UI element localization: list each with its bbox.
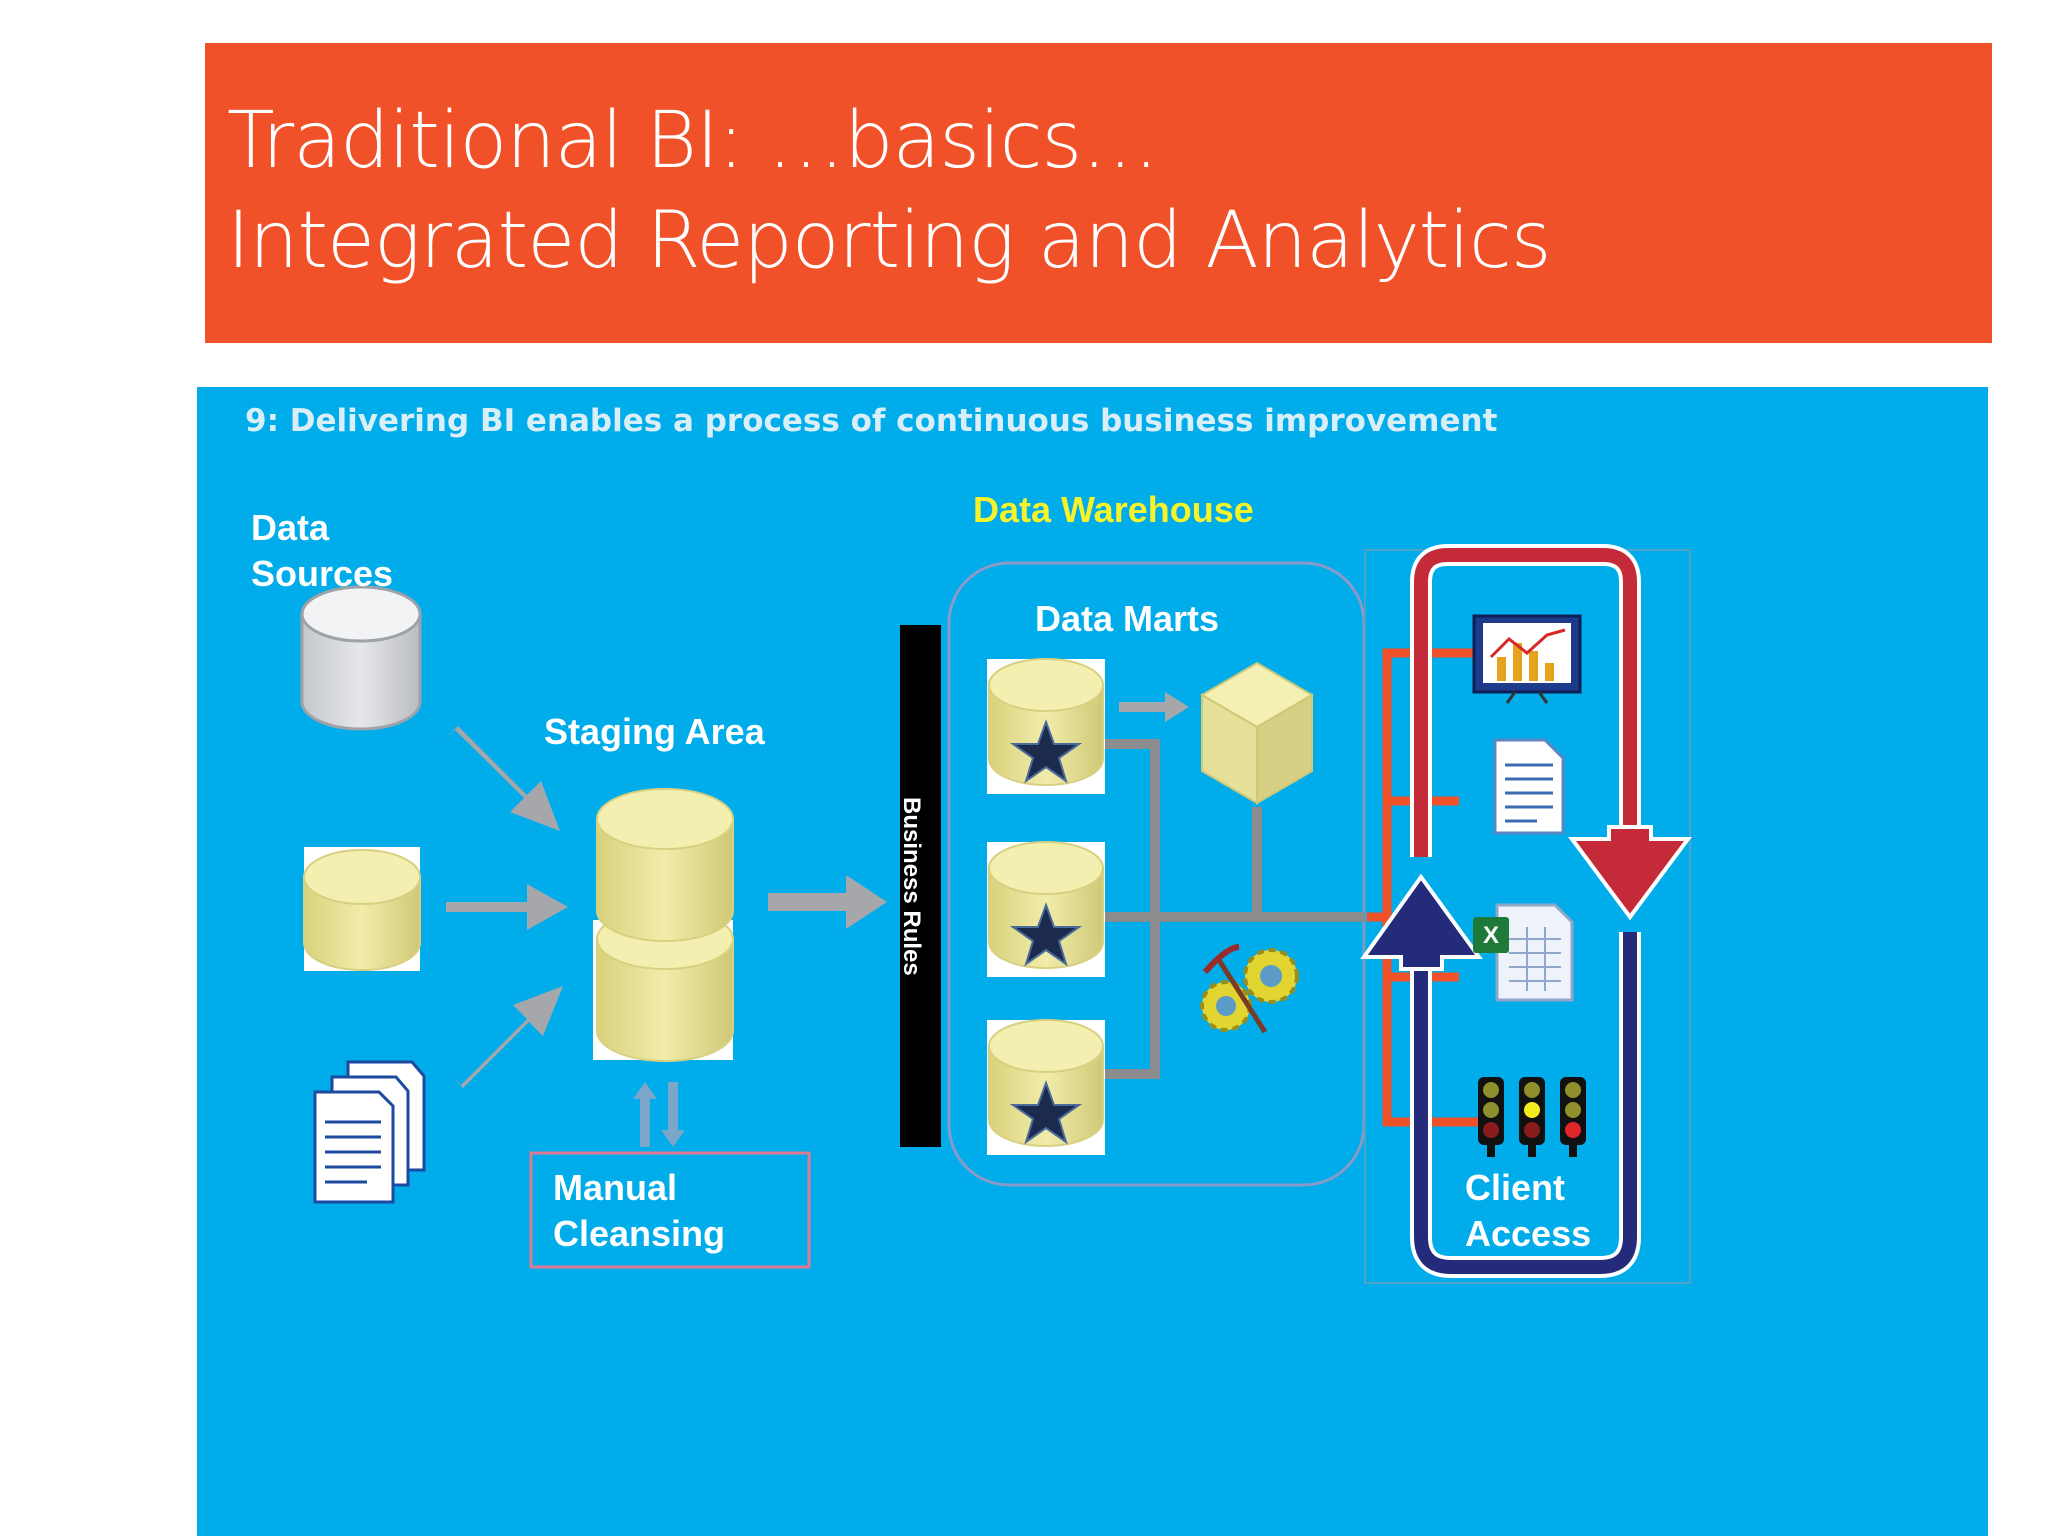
client-access-label-line2: Access [1465, 1213, 1592, 1254]
source-arrows [446, 726, 568, 1088]
arrow-right-mid [446, 884, 568, 930]
report-document-icon [1493, 738, 1565, 835]
arrow-diag-down [446, 726, 560, 831]
cleansing-arrows [633, 1082, 685, 1147]
data-mart-database-icon [987, 841, 1105, 977]
title-line-1: Traditional BI: …basics… [227, 96, 1159, 186]
staging-area-label: Staging Area [544, 711, 765, 752]
traffic-lights-icon [1478, 1077, 1586, 1157]
staging-database-icon [593, 788, 734, 1062]
business-rules-bar [900, 625, 941, 1147]
data-marts-label: Data Marts [1035, 598, 1220, 639]
data-mining-gears-icon [1200, 944, 1299, 1034]
data-mart-database-icon [987, 658, 1105, 794]
data-mart-database-icon [987, 1019, 1105, 1155]
dashboard-chart-icon [1472, 614, 1582, 704]
data-warehouse-label: Data Warehouse [973, 489, 1254, 530]
data-mart-connectors [1105, 739, 1367, 1079]
diagram-panel: 9: Delivering BI enables a process of co… [197, 387, 1988, 1536]
manual-cleansing-box [529, 1151, 811, 1269]
svg-text:X: X [1483, 922, 1499, 949]
gray-database-icon [300, 585, 422, 731]
data-sources-label-line2: Sources [251, 553, 394, 594]
manual-cleansing-label-line1: Manual [553, 1167, 678, 1208]
arrow-diag-up [451, 986, 563, 1088]
arrow-to-cube [1119, 692, 1189, 722]
blue-loop-arrow [1360, 873, 1641, 1278]
business-rules-label: Business Rules [898, 797, 925, 976]
spreadsheet-icon: X [1473, 903, 1574, 1002]
yellow-database-icon [303, 847, 421, 971]
arrow-to-business-rules [768, 875, 887, 929]
title-line-2: Integrated Reporting and Analytics [227, 196, 1552, 286]
title-bar: Traditional BI: …basics… Integrated Repo… [205, 43, 1992, 343]
manual-cleansing-label-line2: Cleansing [553, 1213, 726, 1254]
documents-icon [313, 1060, 426, 1204]
data-sources-label-line1: Data [251, 507, 330, 548]
olap-cube-icon [1200, 661, 1314, 805]
diagram-subtitle: 9: Delivering BI enables a process of co… [245, 403, 1498, 439]
red-loop-arrow [1410, 544, 1692, 921]
client-access-label-line1: Client [1465, 1167, 1566, 1208]
bi-architecture-diagram: X [300, 544, 1692, 1284]
